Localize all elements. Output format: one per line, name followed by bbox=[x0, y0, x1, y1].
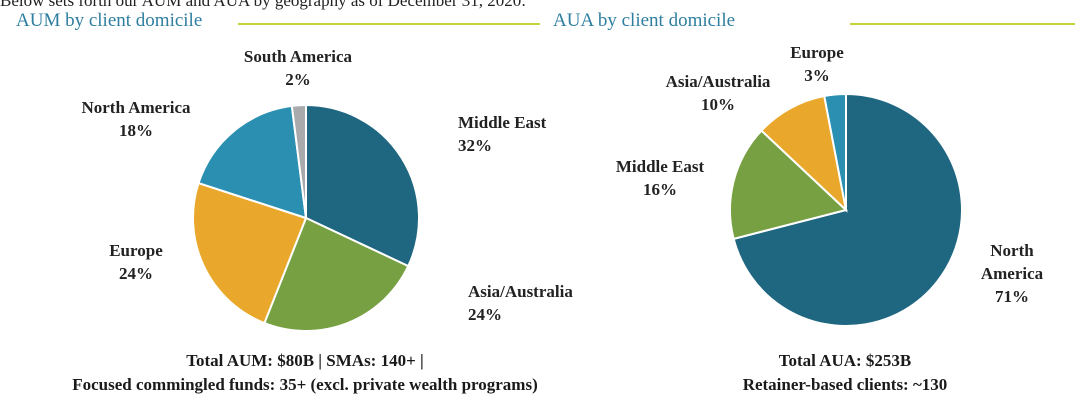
aua-slice-europe bbox=[823, 92, 847, 211]
aum-footnote-line-2: Focused commingled funds: 35+ (excl. pri… bbox=[72, 375, 538, 394]
aum-chart-title: AUM by client domicile bbox=[16, 10, 203, 31]
intro-text: Below sets forth our AUM and AUA by geog… bbox=[0, 0, 526, 10]
aum-slice-europe bbox=[192, 181, 308, 325]
aua-footnote-line-2: Retainer-based clients: ~130 bbox=[742, 375, 948, 394]
aum-footnote-line-1: Total AUM: $80B | SMAs: 140+ | bbox=[186, 351, 424, 370]
aua-slice-asia-australia bbox=[760, 94, 848, 213]
aum-slice-south-america bbox=[290, 103, 307, 219]
aum-slice-north-america bbox=[197, 104, 308, 220]
aua-slice-middle-east bbox=[729, 129, 849, 241]
aua-slice-north-america bbox=[732, 92, 963, 327]
aum-slice-middle-east bbox=[305, 103, 420, 268]
aum-title-rule bbox=[238, 23, 540, 25]
aum-footnote: Total AUM: $80B | SMAs: 140+ | Focused c… bbox=[0, 349, 610, 397]
aua-footnote-line-1: Total AUA: $253B bbox=[778, 351, 912, 370]
aua-chart-title: AUA by client domicile bbox=[553, 10, 736, 31]
aua-title-rule bbox=[850, 23, 1075, 25]
aua-footnote: Total AUA: $253B Retainer-based clients:… bbox=[620, 349, 1070, 397]
aum-slice-asia-australia bbox=[263, 216, 410, 332]
